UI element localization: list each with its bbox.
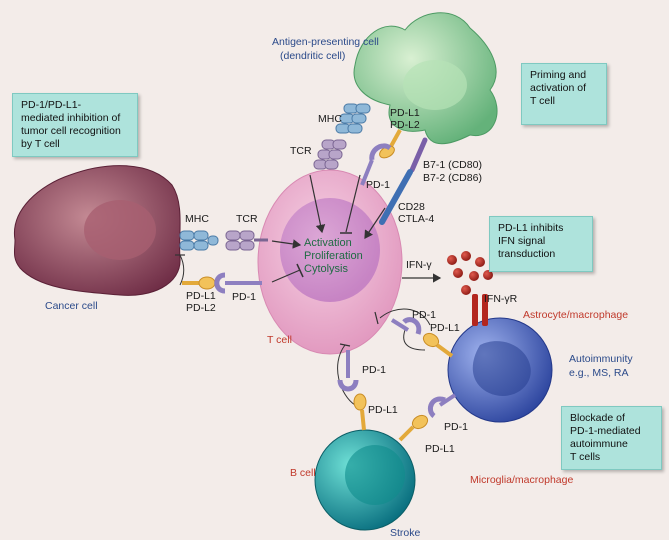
- priming-line-2: activation of: [530, 82, 587, 94]
- pd1-inhibition-line-1: PD-1/PD-L1-: [21, 99, 82, 111]
- autoimmunity-label-2: e.g., MS, RA: [569, 367, 629, 379]
- apc-title-2: (dendritic cell): [280, 50, 345, 62]
- b71-label: B7-1 (CD80): [423, 159, 482, 171]
- bcell-feedback-bar: [339, 343, 351, 347]
- astrocyte-nucleus: [472, 341, 531, 396]
- ifn-gamma-receptor: [472, 294, 488, 326]
- ctla4-label: CTLA-4: [398, 213, 434, 225]
- pdl1-bcell-label: PD-L1: [368, 404, 398, 416]
- mhc-apc-label: MHC: [318, 113, 342, 125]
- b72-label: B7-2 (CD86): [423, 172, 482, 184]
- t-cell-label: T cell: [267, 334, 292, 346]
- bcell-feedback-curve: [337, 344, 356, 406]
- pd1-bcell-label: PD-1: [362, 364, 386, 376]
- tcr-activation-arrow: [309, 174, 326, 234]
- mhc-cancer-complex: [179, 230, 219, 251]
- pdl1-cancer: [182, 276, 216, 290]
- tcr-cancer-complex: [225, 230, 268, 251]
- activation-label: Activation: [304, 237, 352, 249]
- pd1-inhibition-line-4: by T cell: [21, 138, 60, 150]
- priming-line-3: T cell: [530, 95, 555, 107]
- ifn-inhibits-line-3: transduction: [498, 248, 556, 260]
- ifn-gamma-label: IFN-γ: [406, 259, 432, 271]
- astro-autoimmune-curve: [403, 329, 426, 351]
- priming-line-1: Priming and: [530, 69, 587, 81]
- cancer-tcr-arrow: [271, 239, 302, 249]
- pdl1-apc-label: PD-L1: [390, 107, 420, 119]
- pd1-bcell: [337, 350, 359, 392]
- astro-feedback-bar: [374, 311, 379, 325]
- ifn-gamma-molecules: [447, 251, 493, 295]
- cd28-receptor: [379, 169, 413, 225]
- cancer-inhibition-curve: [179, 254, 185, 286]
- b-cell-label: B cell: [290, 467, 316, 479]
- mhc-apc-complex: [335, 103, 371, 134]
- b7-ligand: [409, 137, 428, 173]
- pd1-astro: [390, 317, 422, 335]
- cancer-nucleus: [84, 200, 156, 260]
- microglia-label: Microglia/macrophage: [470, 474, 573, 486]
- blockade-line-2: PD-1-mediated: [570, 425, 641, 437]
- pd1-inhibition-line: [345, 174, 361, 233]
- mhc-cancer-label: MHC: [185, 213, 209, 225]
- pdl1-microglia-label: PD-L1: [425, 443, 455, 455]
- pdl1-astro-label: PD-L1: [430, 322, 460, 334]
- tcr-apc-complex: [313, 139, 347, 170]
- pd1-inhibition-line-3: tumor cell recognition: [21, 125, 121, 137]
- ifn-inhibits-line-2: IFN signal: [498, 235, 546, 247]
- pd1-apc-label: PD-1: [366, 179, 390, 191]
- blockade-line-1: Blockade of: [570, 412, 625, 424]
- cd28-arrow: [364, 207, 386, 239]
- t-cell-nucleus: [280, 198, 380, 302]
- pd1-cancer: [214, 272, 262, 294]
- dendritic-nucleus: [403, 60, 467, 110]
- autoimmunity-label-1: Autoimmunity: [569, 353, 633, 365]
- astrocyte-label: Astrocyte/macrophage: [523, 309, 628, 321]
- astro-feedback-curve: [379, 308, 431, 326]
- pd1-apc: [360, 143, 392, 186]
- pdl1-bcell: [353, 393, 367, 431]
- pd1-inhibition-line-2: mediated inhibition of: [21, 112, 121, 124]
- pdl1-cancer-label: PD-L1: [186, 290, 216, 302]
- apc-title-1: Antigen-presenting cell: [272, 36, 379, 48]
- priming-box: Priming and activation of T cell: [521, 63, 607, 125]
- pd1-astro-label: PD-1: [412, 309, 436, 321]
- cancer-cell-label: Cancer cell: [45, 300, 98, 312]
- cd28-label: CD28: [398, 201, 425, 213]
- stroke-label: Stroke: [390, 527, 421, 539]
- pd1-cancer-label: PD-1: [232, 291, 256, 303]
- pdl2-apc-label: PD-L2: [390, 119, 420, 131]
- pdl1-astro: [422, 332, 454, 358]
- ifn-inhibits-line-1: PD-L1 inhibits: [498, 222, 564, 234]
- ifn-inhibits-box: PD-L1 inhibits IFN signal transduction: [489, 216, 593, 272]
- blockade-line-3: autoimmune: [570, 438, 628, 450]
- proliferation-label: Proliferation: [304, 250, 363, 262]
- pd1-microglia-label: PD-1: [444, 421, 468, 433]
- pdl1-microglia: [398, 414, 429, 442]
- cancer-pd1-bar: [296, 263, 304, 278]
- b-cell-nucleus: [345, 445, 405, 505]
- cytolysis-label: Cytolysis: [304, 263, 349, 275]
- pdl2-cancer-label: PD-L2: [186, 302, 216, 314]
- blockade-line-4: T cells: [570, 451, 601, 463]
- blockade-box: Blockade of PD-1-mediated autoimmune T c…: [561, 406, 662, 470]
- pd1-inhibition-box: PD-1/PD-L1- mediated inhibition of tumor…: [12, 93, 138, 157]
- ifn-gamma-r-label: IFN-γR: [484, 293, 518, 305]
- pd1-microglia: [428, 393, 457, 418]
- cancer-pd1-inhibition: [271, 269, 301, 283]
- tcr-cancer-label: TCR: [236, 213, 258, 225]
- tcr-apc-label: TCR: [290, 145, 312, 157]
